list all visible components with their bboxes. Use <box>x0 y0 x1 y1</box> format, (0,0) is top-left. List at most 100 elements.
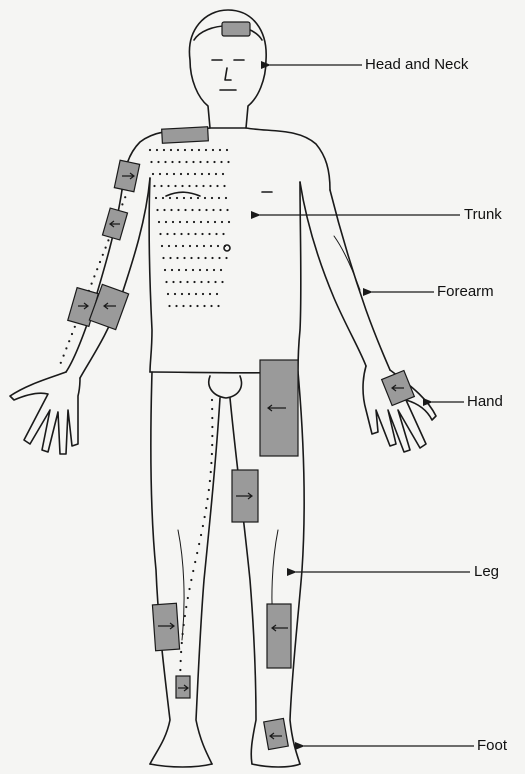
stipple-dot <box>211 453 213 455</box>
stipple-dot <box>200 221 202 223</box>
stipple-dot <box>182 245 184 247</box>
stipple-dot <box>181 185 183 187</box>
stipple-dot <box>210 462 212 464</box>
stipple-dot <box>209 480 211 482</box>
stipple-dot <box>192 570 194 572</box>
stipple-dot <box>208 173 210 175</box>
torso-right-side <box>298 182 301 372</box>
stipple-dot <box>198 543 200 545</box>
stipple-dot <box>163 209 165 211</box>
stipple-dot <box>197 257 199 259</box>
stipple-dot <box>217 245 219 247</box>
stipple-dot <box>218 197 220 199</box>
stipple-dot <box>194 561 196 563</box>
stipple-dot <box>211 426 213 428</box>
stipple-dot <box>179 669 181 671</box>
stipple-dot <box>178 269 180 271</box>
stipple-dot <box>218 257 220 259</box>
stipple-dot <box>227 161 229 163</box>
stipple-dot <box>193 281 195 283</box>
stipple-dot <box>228 221 230 223</box>
stipple-dot <box>213 161 215 163</box>
stipple-dot <box>211 257 213 259</box>
stipple-dot <box>150 161 152 163</box>
stipple-dot <box>202 525 204 527</box>
stipple-dot <box>200 281 202 283</box>
stipple-dot <box>184 615 186 617</box>
stipple-dot <box>155 197 157 199</box>
stipple-dot <box>181 293 183 295</box>
stipple-dot <box>124 196 126 198</box>
stipple-dot <box>202 293 204 295</box>
label-head-and-neck: Head and Neck <box>365 56 468 74</box>
stipple-dot <box>63 355 65 357</box>
stipple-dot <box>224 245 226 247</box>
stipple-dot <box>165 221 167 223</box>
stipple-dot <box>167 185 169 187</box>
stipple-dot <box>217 305 219 307</box>
stipple-dot <box>102 254 104 256</box>
stipple-dot <box>180 233 182 235</box>
stipple-dot <box>71 333 73 335</box>
stipple-dot <box>207 221 209 223</box>
stipple-dot <box>180 173 182 175</box>
stipple-dot <box>188 293 190 295</box>
stipple-dot <box>190 257 192 259</box>
stipple-dot <box>212 209 214 211</box>
torso-left-side <box>149 178 152 372</box>
stipple-dot <box>173 233 175 235</box>
stipple-dot <box>186 281 188 283</box>
stipple-dot <box>183 257 185 259</box>
stipple-dot <box>220 269 222 271</box>
stipple-dot <box>180 660 182 662</box>
stipple-dot <box>207 281 209 283</box>
patch-shin-left <box>152 603 179 651</box>
stipple-dot <box>156 209 158 211</box>
stipple-dot <box>171 161 173 163</box>
stipple-dot <box>182 633 184 635</box>
stipple-dot <box>187 173 189 175</box>
stipple-dot <box>195 185 197 187</box>
stipple-dot <box>206 161 208 163</box>
stipple-dot <box>158 221 160 223</box>
patch-ankle <box>176 676 190 698</box>
stipple-dot <box>189 245 191 247</box>
stipple-dot <box>185 606 187 608</box>
stipple-dot <box>172 281 174 283</box>
patch-forearm-2 <box>89 284 128 329</box>
stipple-dot <box>191 149 193 151</box>
label-leg: Leg <box>474 563 499 581</box>
patch-shin-right <box>267 604 291 668</box>
stipple-dot <box>183 624 185 626</box>
stipple-dot <box>175 305 177 307</box>
stipple-dot <box>168 305 170 307</box>
stipple-dot <box>166 173 168 175</box>
stipple-dot <box>209 185 211 187</box>
stipple-dot <box>74 326 76 328</box>
stipple-dot <box>215 173 217 175</box>
stipple-dot <box>195 293 197 295</box>
patch-shoulder <box>162 127 209 143</box>
stipple-dot <box>223 185 225 187</box>
stipple-dot <box>164 269 166 271</box>
stipple-dot <box>199 161 201 163</box>
stipple-dot <box>176 257 178 259</box>
stipple-dot <box>91 283 93 285</box>
stipple-dot <box>165 281 167 283</box>
stipple-dot <box>152 173 154 175</box>
stipple-dot <box>180 651 182 653</box>
stipple-dot <box>206 269 208 271</box>
left-leg-outline <box>150 372 170 764</box>
stipple-dot <box>211 444 213 446</box>
stipple-dot <box>205 149 207 151</box>
stipple-dot <box>201 233 203 235</box>
stipple-dot <box>211 399 213 401</box>
stipple-dot <box>194 233 196 235</box>
stipple-dot <box>204 197 206 199</box>
stipple-dot <box>174 185 176 187</box>
stipple-dot <box>185 269 187 271</box>
stipple-dot <box>178 161 180 163</box>
stipple-dot <box>171 269 173 271</box>
stipple-dot <box>166 233 168 235</box>
